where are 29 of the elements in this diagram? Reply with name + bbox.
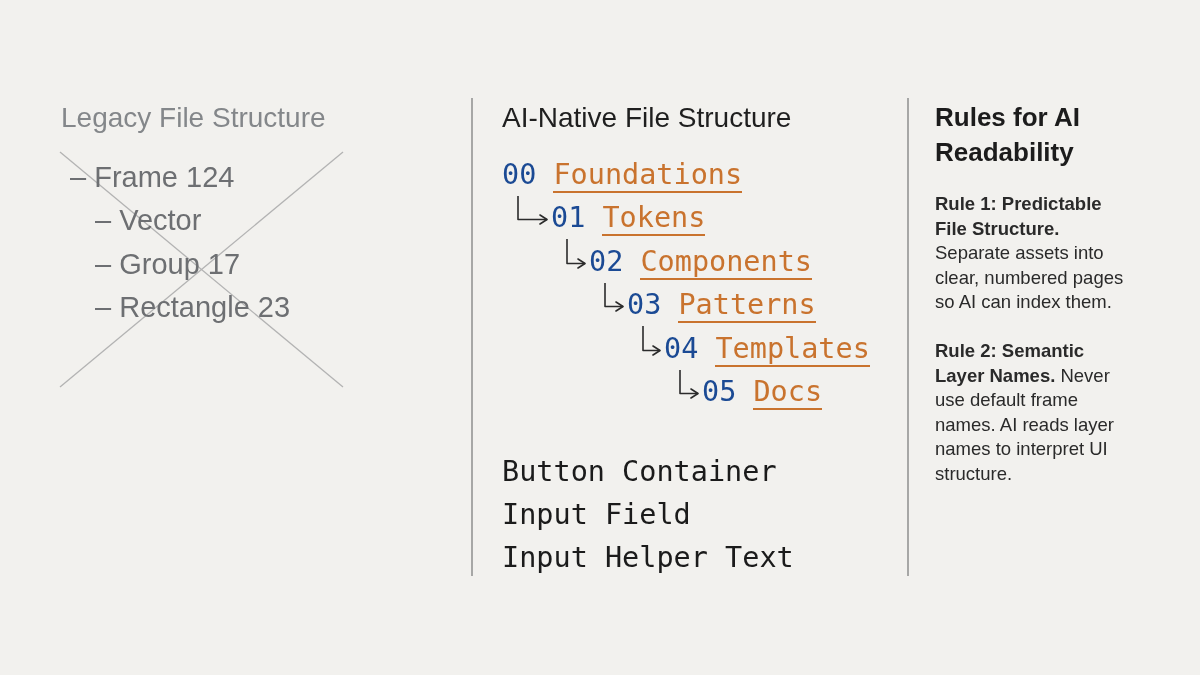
index-number: 03 bbox=[627, 290, 662, 320]
page-link: Foundations bbox=[553, 160, 743, 193]
layer-name: – Vector bbox=[95, 203, 202, 238]
column-heading: Rules for AI Readability bbox=[935, 101, 1081, 169]
page-link: Templates bbox=[715, 334, 870, 367]
elbow-arrow bbox=[517, 195, 548, 225]
layer-name: – Rectangle 23 bbox=[95, 290, 291, 325]
elbow-arrow bbox=[604, 282, 624, 312]
layer-name: – Group 17 bbox=[95, 247, 241, 282]
page-link: Patterns bbox=[678, 290, 816, 323]
rule-paragraph: Rule 1: Predictable File Structure. Separate assets into clear, numbered pages so AI can index them. bbox=[935, 192, 1125, 314]
elbow-arrow bbox=[679, 369, 699, 399]
page-link: Components bbox=[640, 247, 812, 280]
layer-name: Button Container bbox=[502, 454, 777, 490]
index-number: 02 bbox=[589, 247, 624, 277]
index-number: 00 bbox=[502, 160, 537, 190]
elbow-arrow bbox=[566, 238, 586, 269]
page-link: Tokens bbox=[602, 203, 706, 236]
layer-name: – Frame 124 bbox=[70, 160, 235, 195]
layer-name: Input Field bbox=[502, 497, 691, 533]
index-number: 05 bbox=[702, 377, 737, 407]
index-number: 04 bbox=[664, 334, 699, 364]
column-heading: AI-Native File Structure bbox=[502, 101, 792, 135]
column-heading: Legacy File Structure bbox=[61, 101, 326, 135]
layer-name: Input Helper Text bbox=[502, 540, 794, 576]
index-number: 01 bbox=[551, 203, 586, 233]
page-link: Docs bbox=[753, 377, 823, 410]
rule-paragraph: Rule 2: Semantic Layer Names. Never use default frame names. AI reads layer names to interpret UI structure. bbox=[935, 339, 1115, 486]
elbow-arrow bbox=[642, 325, 661, 356]
